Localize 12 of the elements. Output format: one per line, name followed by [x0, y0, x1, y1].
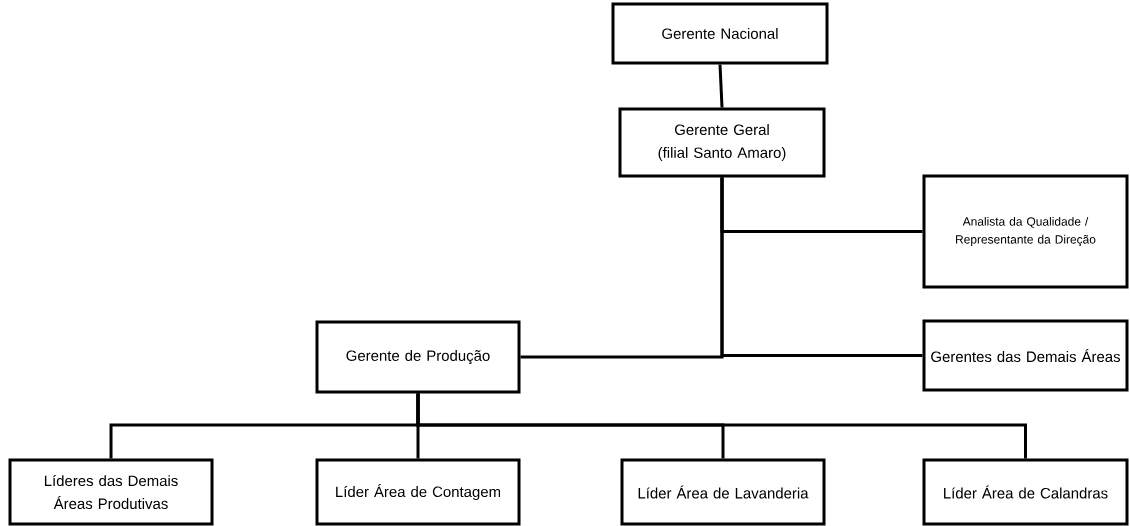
connector-line — [718, 64, 724, 108]
org-box: Gerentes das Demais Áreas — [922, 319, 1129, 392]
org-box: Líder Área de Lavanderia — [620, 458, 826, 526]
connector-line — [416, 393, 1027, 459]
org-box: Líderes das Demais Áreas Produtivas — [8, 458, 214, 526]
org-box: Gerente de Produção — [315, 320, 521, 394]
org-box: Gerente Geral (filial Santo Amaro) — [618, 107, 826, 178]
org-box: Líder Área de Calandras — [922, 458, 1129, 526]
connector-line — [720, 177, 923, 357]
org-box: Analista da Qualidade / Representante da Direção — [922, 174, 1129, 289]
org-box: Gerente Nacional — [611, 2, 829, 65]
org-box: Líder Área de Contagem — [315, 458, 521, 526]
